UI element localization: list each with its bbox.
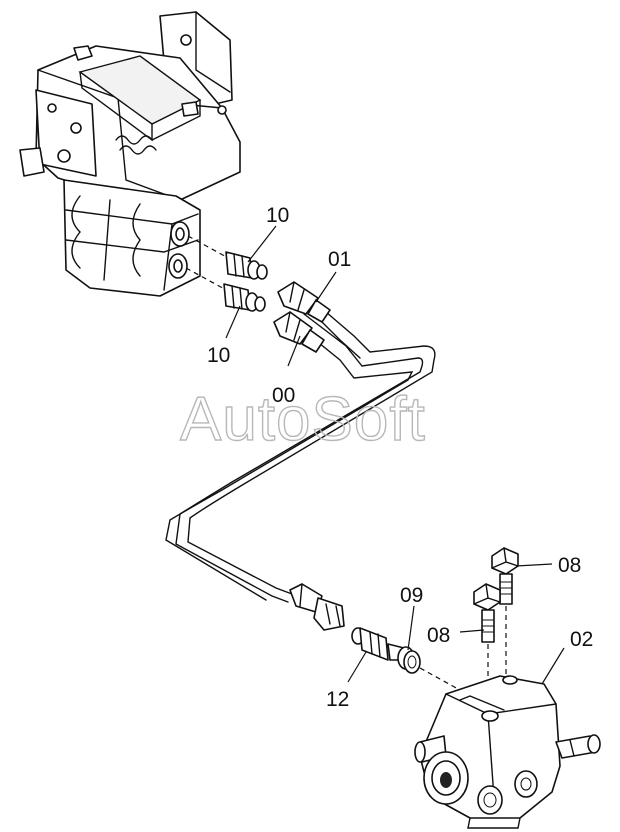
callout-12: 12 [326,688,349,711]
leader-08-upper [515,563,553,567]
leader-09 [407,605,415,651]
leader-10-lower [225,305,241,339]
leader-00 [287,335,301,367]
hose-pair [165,299,436,603]
callout-01: 01 [328,248,351,271]
leader-10-upper [247,225,277,263]
leader-02 [541,647,565,685]
callout-08-upper: 08 [558,554,581,577]
adapter-12 [351,627,405,661]
callout-10-upper: 10 [266,204,289,227]
watermark-text: AutoSoft [180,385,426,454]
o-ring-09 [397,646,421,674]
fitting-10-upper [225,251,268,280]
hose-fitting-01 [277,281,331,323]
callout-08-lower: 08 [427,624,450,647]
leader-08-lower [459,629,485,633]
valve-02 [414,675,601,829]
leader-01 [315,271,337,303]
hose-end-fitting [289,583,345,631]
callout-09: 09 [400,584,423,607]
fitting-10-lower [223,283,266,312]
hose-fitting-00 [273,311,325,353]
bolt-08-lower [473,583,501,643]
pilot-valve-assembly [19,11,241,297]
callout-00: 00 [272,384,295,407]
callout-10-lower: 10 [207,344,230,367]
callout-02: 02 [570,628,593,651]
leader-12 [347,651,367,683]
